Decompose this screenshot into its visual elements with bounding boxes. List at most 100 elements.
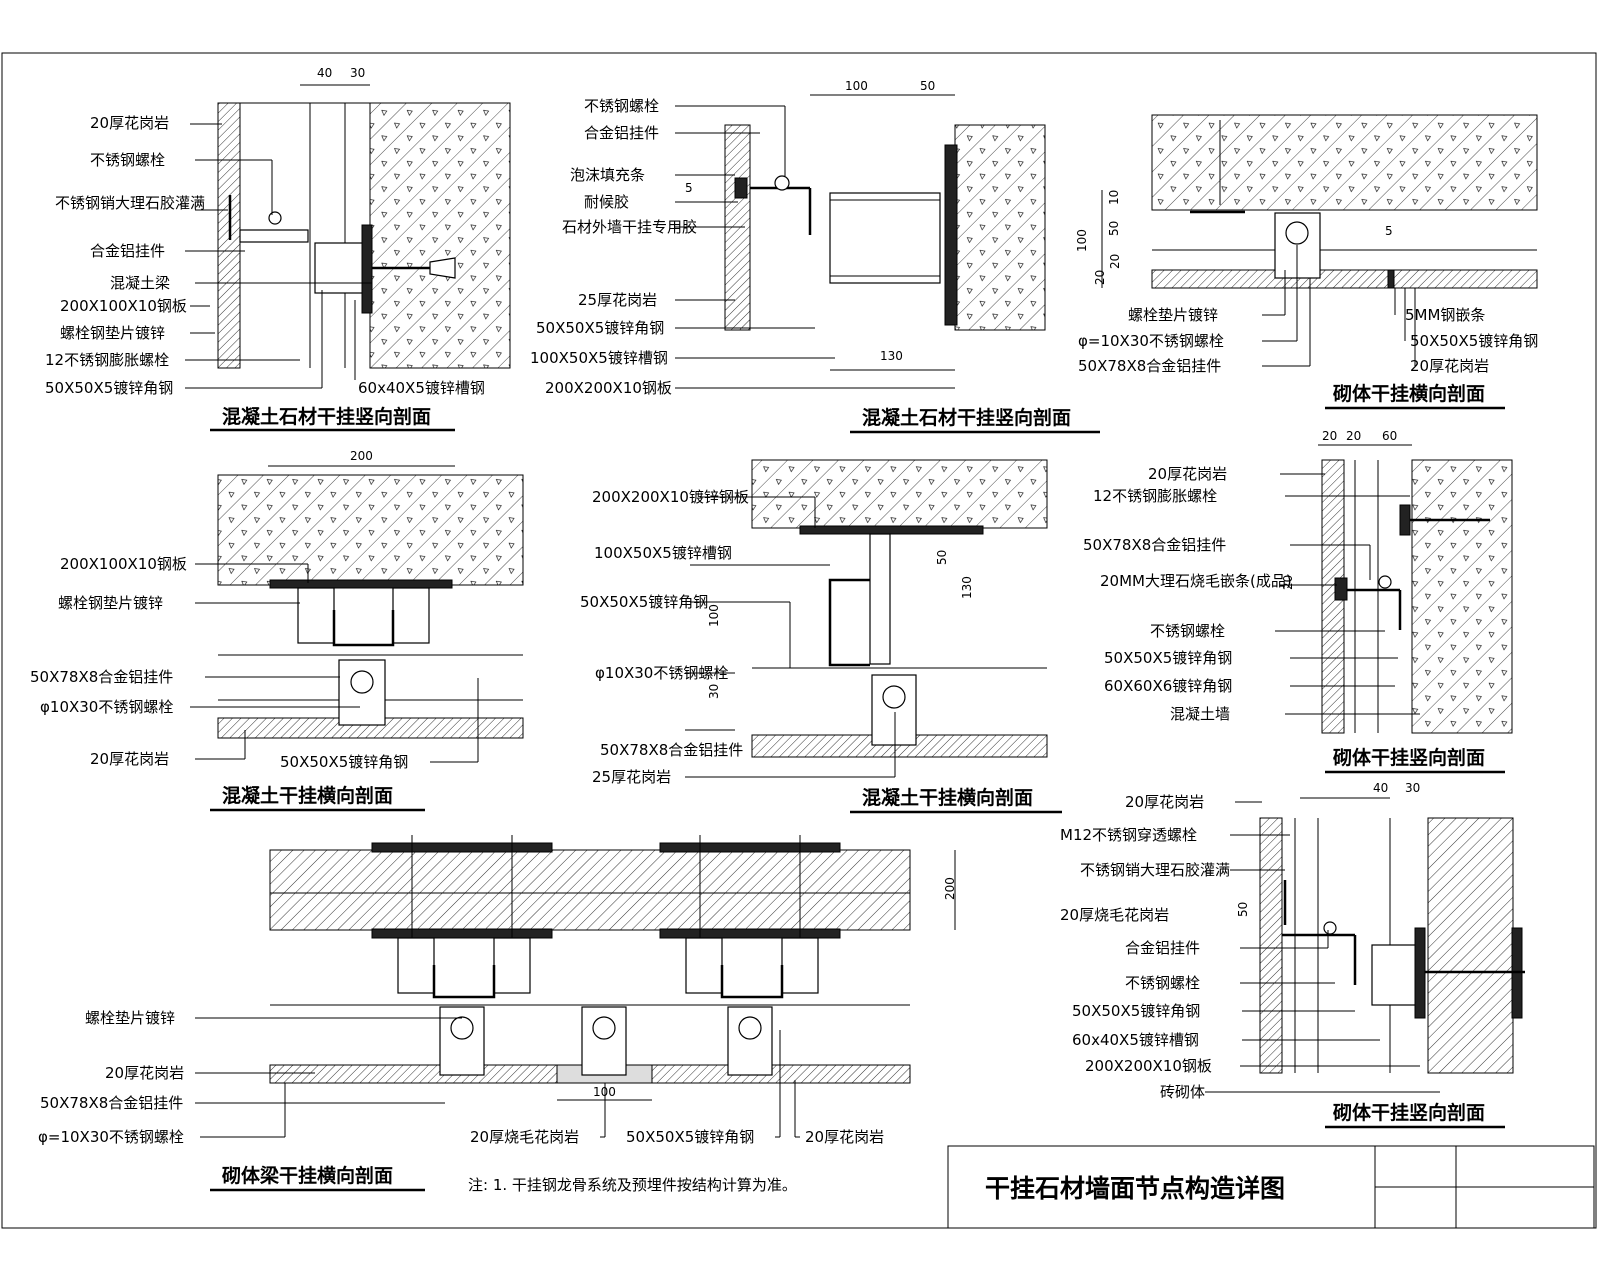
- label-angle-steel-60: 60X60X6镀锌角钢: [1104, 677, 1232, 695]
- label-angle-steel: 50X50X5镀锌角钢: [1410, 332, 1538, 350]
- label-granite-20: 20厚花岗岩: [1125, 793, 1204, 811]
- view-concrete-vertical-section-2: 100 50 130 5 不锈钢螺栓 合金铝挂件 泡沫填充条 耐候胶 石材外墙干…: [530, 79, 1100, 434]
- dim-30: 30: [1405, 781, 1420, 795]
- view-title: 混凝土石材干挂竖向剖面: [222, 405, 431, 428]
- label-alloy-hanger: 合金铝挂件: [584, 124, 659, 142]
- label-galvanized-plate: 200X200X10镀锌钢板: [592, 488, 749, 506]
- view-title: 混凝土干挂横向剖面: [862, 786, 1033, 809]
- label-stainless-bolt: 不锈钢螺栓: [1150, 622, 1225, 640]
- dim-20b: 20: [1346, 429, 1361, 443]
- dim-50: 50: [935, 550, 949, 565]
- dim-100: 100: [707, 604, 721, 627]
- label-stainless-bolt: φ10X30不锈钢螺栓: [40, 698, 173, 716]
- label-granite-20: 20厚花岗岩: [1410, 357, 1489, 375]
- label-alloy-hanger: 50X78X8合金铝挂件: [600, 741, 743, 759]
- label-steel-plate: 200X200X10钢板: [1085, 1057, 1212, 1075]
- label-stone-adhesive: 石材外墙干挂专用胶: [562, 218, 697, 236]
- label-granite-20: 20厚花岗岩: [90, 114, 169, 132]
- dim-30: 30: [350, 66, 365, 80]
- dim-200: 200: [943, 877, 957, 900]
- dim-100: 100: [1075, 229, 1089, 252]
- view-title: 混凝土干挂横向剖面: [222, 784, 393, 807]
- label-stainless-bolt: φ=10X30不锈钢螺栓: [1078, 332, 1224, 350]
- label-alloy-hanger: 合金铝挂件: [1125, 939, 1200, 957]
- label-stainless-bolt: 不锈钢螺栓: [90, 151, 165, 169]
- view-title: 砌体干挂横向剖面: [1332, 382, 1485, 405]
- label-granite-25: 25厚花岗岩: [592, 768, 671, 786]
- label-angle-steel: 50X50X5镀锌角钢: [45, 379, 173, 397]
- label-concrete-wall: 混凝土墙: [1170, 705, 1230, 723]
- label-foam-strip: 泡沫填充条: [570, 166, 645, 184]
- label-steel-plate: 200X200X10钢板: [545, 379, 672, 397]
- dim-30: 30: [707, 684, 721, 699]
- dim-40: 40: [1373, 781, 1388, 795]
- label-channel-steel: 60x40X5镀锌槽钢: [1072, 1031, 1199, 1049]
- dim-20a: 20: [1322, 429, 1337, 443]
- dim-50: 50: [1236, 902, 1250, 917]
- view-masonry-horizontal-section: 100 10 50 20 20 5 螺栓垫片镀锌 φ=10X30不锈钢螺栓 50…: [1075, 114, 1538, 410]
- label-granite-20: 20厚花岗岩: [90, 750, 169, 768]
- label-flamed-granite: 20厚烧毛花岗岩: [470, 1128, 579, 1146]
- label-bolt-washer: 螺栓垫片镀锌: [1128, 306, 1218, 324]
- view-title: 砌体干挂竖向剖面: [1332, 1101, 1485, 1124]
- label-granite-20: 20厚花岗岩: [105, 1064, 184, 1082]
- label-angle-steel: 50X50X5镀锌角钢: [1072, 1002, 1200, 1020]
- label-bolt-washer: 螺栓钢垫片镀锌: [58, 594, 163, 612]
- label-stainless-pin-glue: 不锈钢销大理石胶灌满: [1080, 861, 1230, 879]
- dim-100: 100: [593, 1085, 616, 1099]
- label-channel-steel: 100X50X5镀锌槽钢: [530, 349, 668, 367]
- label-flamed-granite: 20厚烧毛花岗岩: [1060, 906, 1169, 924]
- dim-20c: 20: [1281, 575, 1295, 590]
- label-stainless-bolt: φ10X30不锈钢螺栓: [595, 664, 728, 682]
- label-steel-plate: 200X100X10钢板: [60, 297, 187, 315]
- view-concrete-horizontal-section-1: 200 200X100X10钢板 螺栓钢垫片镀锌 50X78X8合金铝挂件 φ1…: [30, 449, 524, 812]
- dim-5: 5: [685, 181, 693, 195]
- view-masonry-beam-horizontal-section: 200 100 螺栓垫片镀锌 20厚花岗岩 50X78X8合金铝挂件 φ=10X…: [38, 835, 957, 1192]
- sheet-border: [1, 52, 1597, 1229]
- label-steel-insert: 5MM钢嵌条: [1405, 306, 1485, 324]
- label-alloy-hanger: 50X78X8合金铝挂件: [1083, 536, 1226, 554]
- dim-50: 50: [920, 79, 935, 93]
- label-bolt-washer: 螺栓钢垫片镀锌: [60, 324, 165, 342]
- dim-20a: 20: [1093, 270, 1107, 285]
- label-alloy-hanger: 50X78X8合金铝挂件: [40, 1094, 183, 1112]
- dim-50: 50: [1107, 221, 1121, 236]
- title-block: 干挂石材墙面节点构造详图: [947, 1145, 1595, 1229]
- view-title: 砌体梁干挂横向剖面: [221, 1164, 393, 1187]
- dim-40: 40: [317, 66, 332, 80]
- label-channel-steel: 100X50X5镀锌槽钢: [594, 544, 732, 562]
- dim-130: 130: [960, 576, 974, 599]
- label-alloy-hanger: 50X78X8合金铝挂件: [1078, 357, 1221, 375]
- view-masonry-vertical-section-1: 20 20 60 20 20厚花岗岩 12不锈钢膨胀螺栓 50X78X8合金铝挂…: [1083, 429, 1513, 774]
- label-angle-steel: 50X50X5镀锌角钢: [626, 1128, 754, 1146]
- label-through-bolt: M12不锈钢穿透螺栓: [1060, 826, 1197, 844]
- view-masonry-vertical-section-2: 40 30 50 20厚花岗岩 M12不锈钢穿透螺栓 不锈钢销大理石胶灌满 20…: [1060, 781, 1525, 1129]
- label-steel-plate: 200X100X10钢板: [60, 555, 187, 573]
- label-angle-steel: 50X50X5镀锌角钢: [280, 753, 408, 771]
- view-concrete-horizontal-section-2: 50 130 100 30 200X200X10镀锌钢板 100X50X5镀锌槽…: [580, 459, 1062, 814]
- label-marble-insert: 20MM大理石烧毛嵌条(成品): [1100, 572, 1292, 590]
- label-angle-steel: 50X50X5镀锌角钢: [580, 593, 708, 611]
- label-granite-25: 25厚花岗岩: [578, 291, 657, 309]
- dim-5: 5: [1385, 224, 1393, 238]
- label-stainless-bolt: φ=10X30不锈钢螺栓: [38, 1128, 184, 1146]
- label-stainless-bolt: 不锈钢螺栓: [584, 97, 659, 115]
- view-concrete-vertical-section-1: 40 30 20厚花岗岩 不锈钢螺栓 不锈钢销大理石胶灌满 合金铝挂件 混凝土梁…: [45, 66, 511, 432]
- label-expansion-bolt: 12不锈钢膨胀螺栓: [45, 351, 169, 369]
- view-title: 混凝土石材干挂竖向剖面: [862, 406, 1071, 429]
- label-stainless-pin-glue: 不锈钢销大理石胶灌满: [55, 194, 205, 212]
- dim-130: 130: [880, 349, 903, 363]
- general-note: 注: 1. 干挂钢龙骨系统及预埋件按结构计算为准。: [468, 1176, 797, 1194]
- label-expansion-bolt: 12不锈钢膨胀螺栓: [1093, 487, 1217, 505]
- dim-60: 60: [1382, 429, 1397, 443]
- label-granite-20: 20厚花岗岩: [1148, 465, 1227, 483]
- view-title: 砌体干挂竖向剖面: [1332, 746, 1485, 769]
- dim-20b: 20: [1108, 254, 1122, 269]
- label-angle-steel: 50X50X5镀锌角钢: [1104, 649, 1232, 667]
- label-angle-steel: 50X50X5镀锌角钢: [536, 319, 664, 337]
- label-bolt-washer: 螺栓垫片镀锌: [85, 1009, 175, 1027]
- label-channel-steel: 60x40X5镀锌槽钢: [358, 379, 485, 397]
- label-alloy-hanger: 合金铝挂件: [90, 242, 165, 260]
- label-brick-masonry: 砖砌体: [1160, 1083, 1205, 1101]
